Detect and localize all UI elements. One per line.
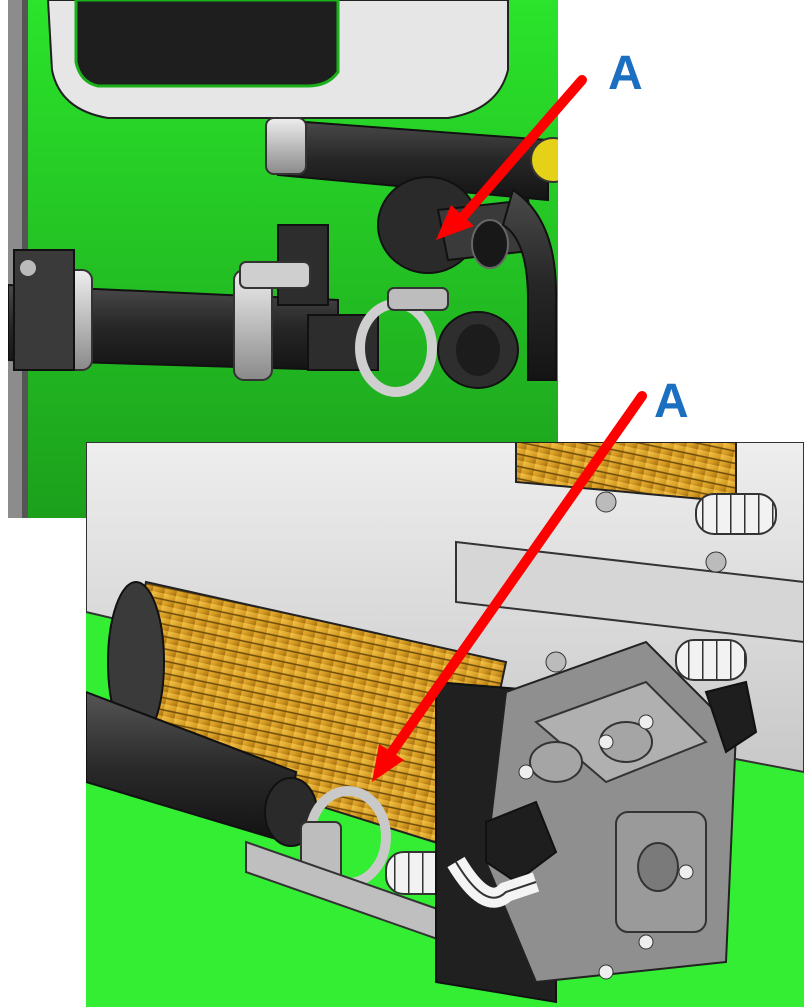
bottom-illustration-panel: [86, 442, 804, 1007]
filter-pump-assembly-illustration: [86, 442, 804, 1007]
hose-connection-illustration: [8, 0, 558, 518]
callout-label-a-bottom: A: [654, 375, 689, 428]
top-illustration-panel: [8, 0, 558, 518]
callout-label-a-top: A: [608, 47, 643, 100]
